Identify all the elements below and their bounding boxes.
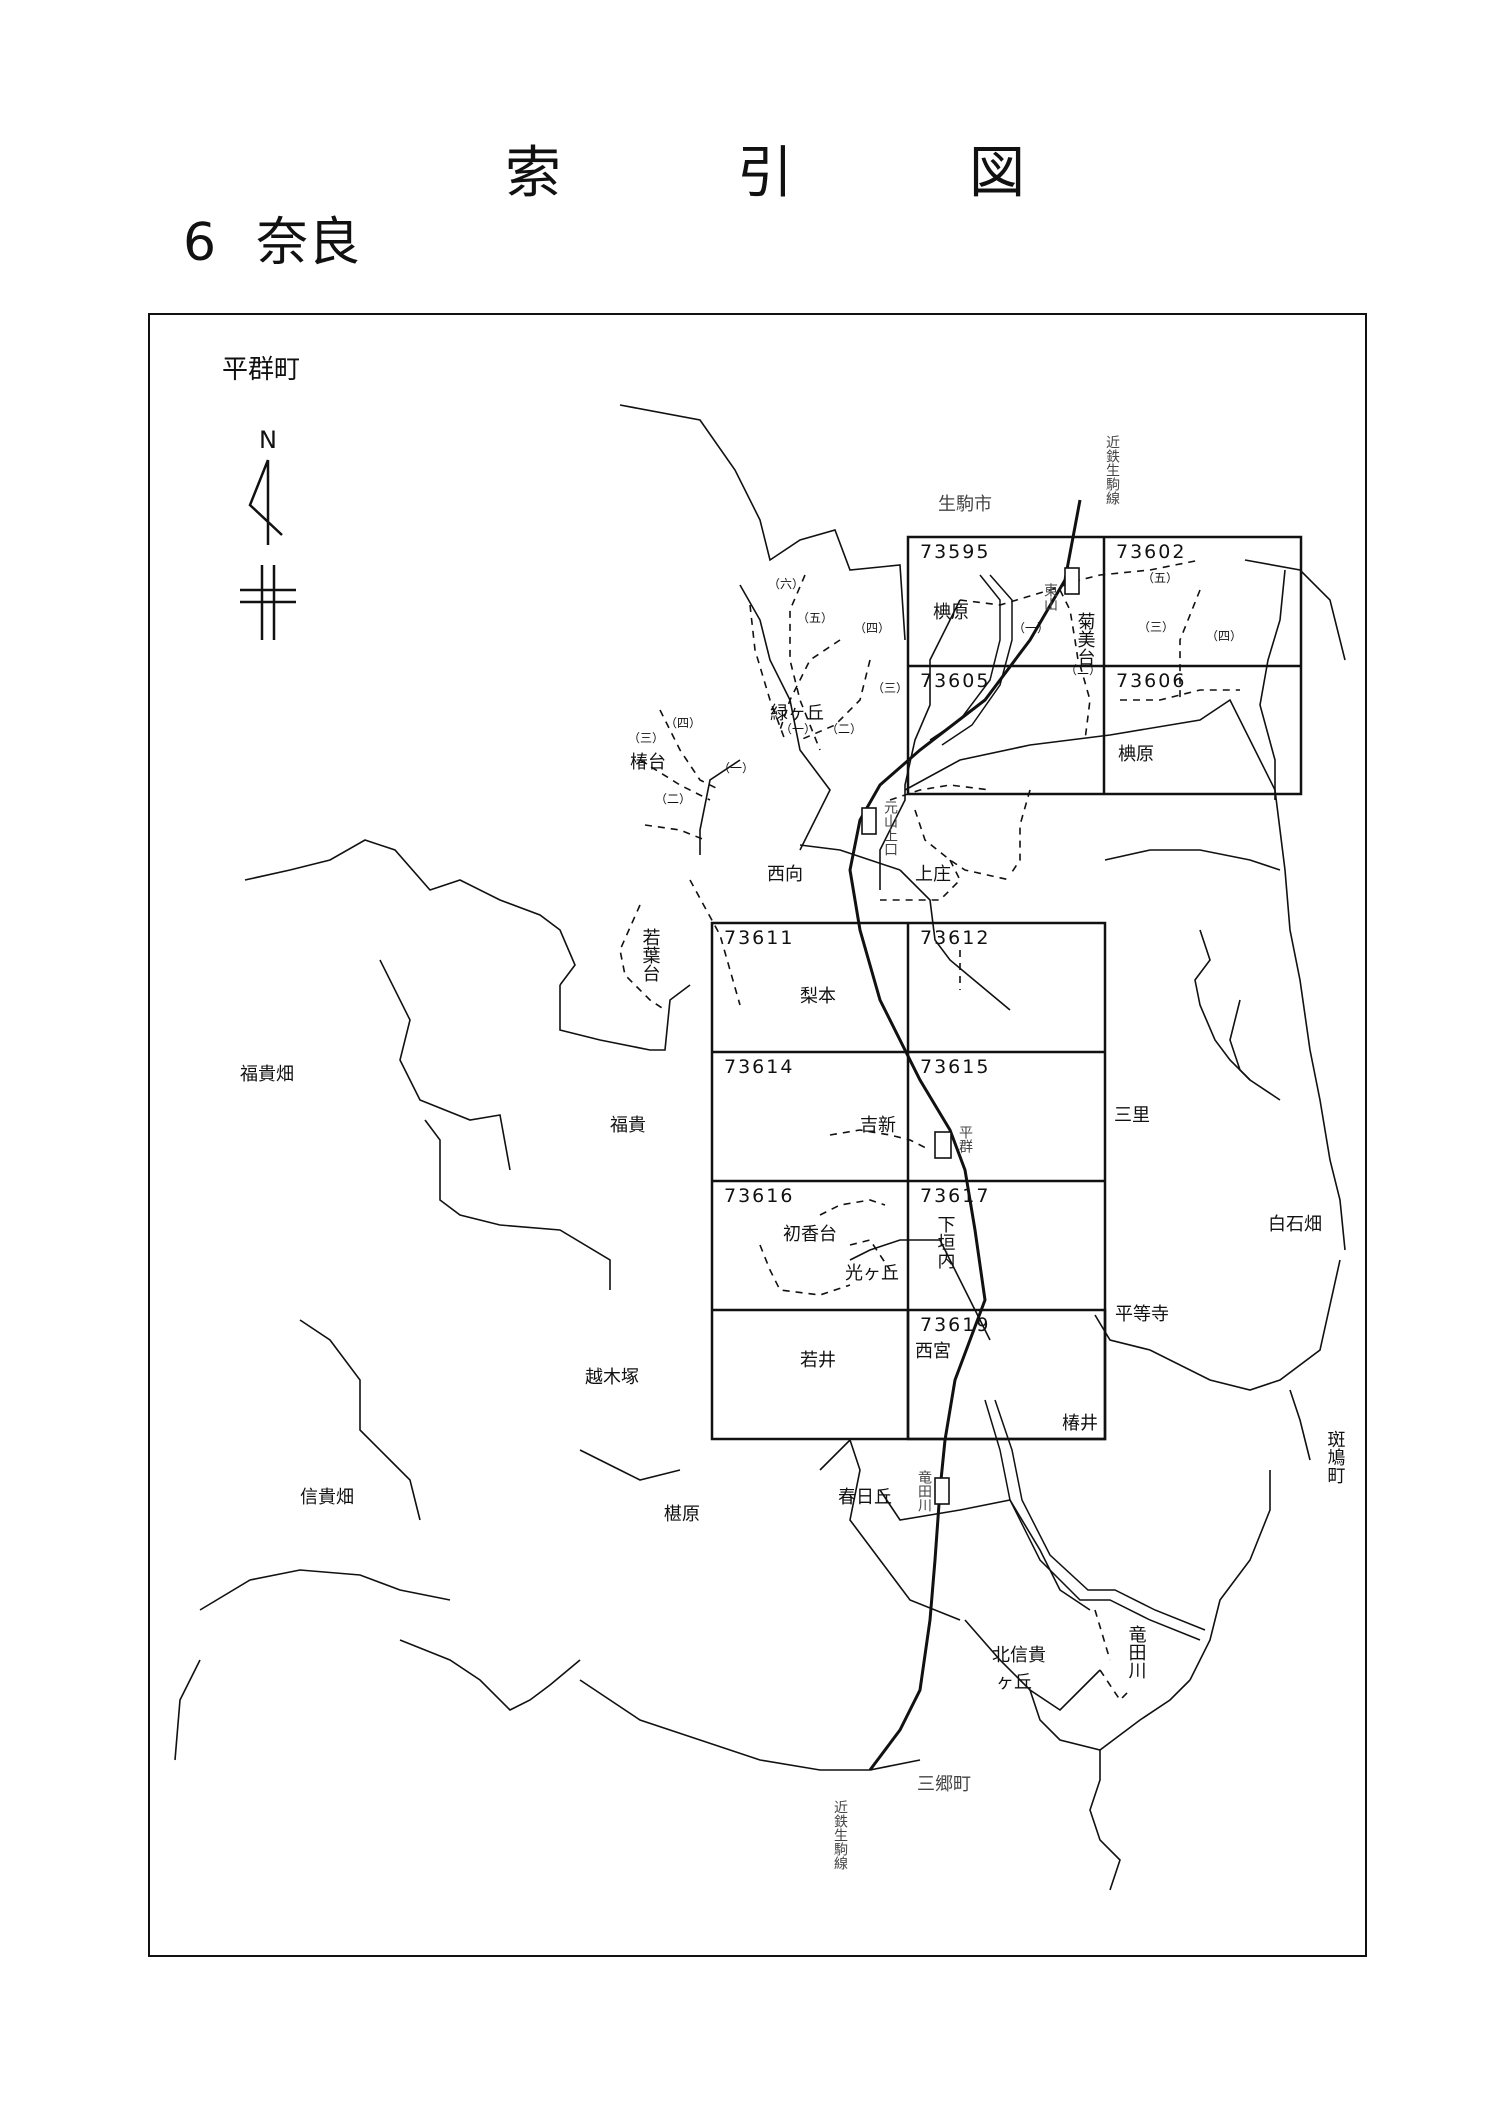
vertical-labels: 菊美台 若葉台 下垣内 斑鳩町 竜田川 竜田川 東山 元山上口 平群 近鉄生駒線… xyxy=(640,435,1346,1870)
place-shimogaito: 下垣内 xyxy=(935,1215,956,1270)
sub-tsubaki-san: （三） xyxy=(628,731,664,745)
place-fukikibata: 福貴畑 xyxy=(240,1064,294,1085)
place-tatsutagawa: 竜田川 xyxy=(1126,1625,1147,1679)
sheet-73619[interactable]: 73619 xyxy=(920,1314,990,1336)
sheet-73602[interactable]: 73602 xyxy=(1116,541,1186,563)
place-saiko: 西向 xyxy=(767,864,803,885)
river-tatsuta: 竜田川 xyxy=(916,1469,932,1512)
railway-line xyxy=(848,499,1082,1771)
section-heading: 6 奈良 xyxy=(183,200,360,275)
sheet-73617[interactable]: 73617 xyxy=(920,1185,990,1207)
station-higashiyama: 東山 xyxy=(1042,583,1058,611)
place-tsubakidai: 椿台 xyxy=(630,752,666,773)
title-char-1: 索 xyxy=(505,141,561,206)
station-motoyama-kamiguchi: 元山上口 xyxy=(882,800,898,856)
place-misato: 三里 xyxy=(1114,1105,1150,1126)
place-kunugihara-north: 椣原 xyxy=(933,602,969,623)
north-arrow-icon xyxy=(240,459,296,640)
place-kunbara: 椹原 xyxy=(664,1504,700,1525)
sub-kiku-ni: （二） xyxy=(1065,663,1101,677)
place-kamisho: 上庄 xyxy=(915,864,951,885)
sub-tsubaki-ichi: （一） xyxy=(718,761,754,775)
sub-tsubaki-yon: （四） xyxy=(665,716,701,730)
sub-ku-san: （三） xyxy=(1138,620,1174,634)
sheet-73614[interactable]: 73614 xyxy=(724,1056,794,1078)
place-shiraishibata: 白石畑 xyxy=(1268,1214,1322,1235)
sheet-grid xyxy=(710,535,1303,1441)
sheet-73595[interactable]: 73595 xyxy=(920,541,990,563)
higashiyama-station xyxy=(1064,567,1080,595)
place-kitashigigaoka-2: ヶ丘 xyxy=(996,1672,1032,1693)
place-sango: 三郷町 xyxy=(917,1774,971,1795)
station-heguri: 平群 xyxy=(957,1125,973,1153)
place-hikarigaoka: 光ヶ丘 xyxy=(845,1263,899,1284)
motoyama-kamiguchi-station xyxy=(861,807,877,835)
railway-name-south: 近鉄生駒線 xyxy=(832,1800,848,1870)
town-name: 平群町 xyxy=(222,355,300,385)
sheet-73615[interactable]: 73615 xyxy=(920,1056,990,1078)
place-ikaruga: 斑鳩町 xyxy=(1325,1430,1346,1484)
place-ikoma-shi: 生駒市 xyxy=(938,494,992,515)
place-labels: 生駒市 椣原 椣原 緑ヶ丘 椿台 西向 上庄 梨本 福貴畑 福貴 吉新 三里 初… xyxy=(240,494,1322,1795)
section-number: 6 xyxy=(183,213,217,273)
subdivision-labels: （六） （五） （四） （三） （一） （二） （四） （三） （一） （二） … xyxy=(628,571,1242,806)
sub-san: （三） xyxy=(872,681,908,695)
place-nashimoto: 梨本 xyxy=(800,986,836,1007)
river xyxy=(929,574,1206,1641)
place-heijoji: 平等寺 xyxy=(1115,1304,1169,1325)
ryutagawa-station xyxy=(934,1477,950,1505)
boundaries xyxy=(174,404,1346,1891)
sheet-numbers: 73595 73602 73605 73606 73611 73612 7361… xyxy=(724,541,1186,1336)
sub-kiku-ichi: （一） xyxy=(1013,621,1049,635)
place-koshikizuka: 越木塚 xyxy=(585,1367,639,1388)
place-kitashigigaoka-1: 北信貴 xyxy=(992,1645,1046,1666)
sub-yon: （四） xyxy=(854,621,890,635)
place-tsubai: 椿井 xyxy=(1062,1413,1098,1434)
heguri-station xyxy=(934,1131,952,1159)
sub-tsubaki-ni: （二） xyxy=(655,792,691,806)
place-shigihata: 信貴畑 xyxy=(300,1487,354,1508)
sub-go: （五） xyxy=(797,611,833,625)
sheet-73611[interactable]: 73611 xyxy=(724,927,794,949)
sub-ichi: （一） xyxy=(780,722,816,736)
place-fuki: 福貴 xyxy=(610,1115,646,1136)
prefecture-name: 奈良 xyxy=(256,213,361,273)
sheet-73616[interactable]: 73616 xyxy=(724,1185,794,1207)
sub-ku-yon: （四） xyxy=(1206,629,1242,643)
sheet-73605[interactable]: 73605 xyxy=(920,670,990,692)
place-kasugaoka: 春日丘 xyxy=(838,1487,892,1508)
railway-name-north: 近鉄生駒線 xyxy=(1104,435,1120,505)
sub-roku: （六） xyxy=(768,577,804,591)
place-hatsukadai: 初香台 xyxy=(783,1224,837,1245)
north-label: N xyxy=(259,426,277,454)
place-wakai: 若井 xyxy=(800,1350,836,1371)
place-kunugihara-south: 椣原 xyxy=(1118,744,1154,765)
place-yoshishin: 吉新 xyxy=(860,1115,896,1136)
sub-ku-go: （五） xyxy=(1142,571,1178,585)
title-char-3: 図 xyxy=(969,141,1025,206)
place-nishinomiya: 西宮 xyxy=(915,1341,951,1362)
place-midorigaoka: 緑ヶ丘 xyxy=(770,703,824,724)
map-frame xyxy=(148,313,1367,1957)
sub-ni: （二） xyxy=(826,722,862,736)
sheet-73612[interactable]: 73612 xyxy=(920,927,990,949)
title-char-2: 引 xyxy=(737,141,793,206)
place-kikumidai: 菊美台 xyxy=(1075,612,1096,666)
page-title: 索 引 図 xyxy=(505,128,1025,209)
place-wakabadai: 若葉台 xyxy=(640,928,661,982)
sheet-73606[interactable]: 73606 xyxy=(1116,670,1186,692)
